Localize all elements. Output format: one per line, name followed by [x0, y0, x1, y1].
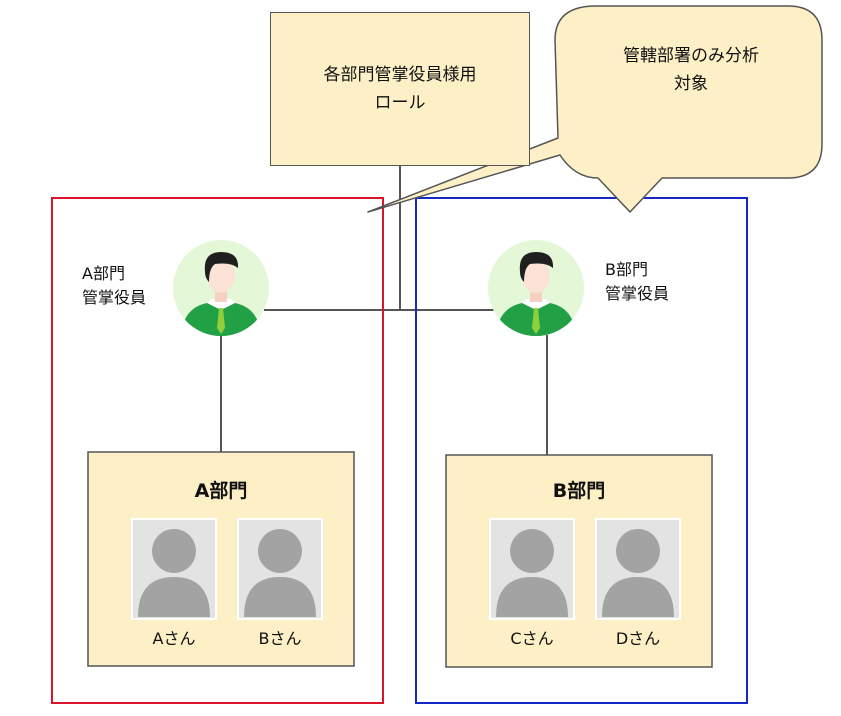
manager-a-label: A部門 管掌役員 — [82, 262, 146, 310]
member-b-name: Bさん — [258, 629, 302, 648]
role-box: 各部門管掌役員様用 ロール — [270, 12, 530, 166]
member-a-name: Aさん — [152, 629, 196, 648]
manager-b-label-line-2: 管掌役員 — [605, 284, 670, 303]
group-b-border — [415, 197, 748, 704]
member-b-icon — [237, 518, 323, 620]
member-d-name: Dさん — [615, 629, 661, 648]
manager-b-label-line-1: B部門 — [605, 260, 648, 279]
manager-a-avatar — [173, 240, 269, 336]
member-d-icon — [595, 518, 681, 620]
member-c-icon — [489, 518, 575, 620]
callout-line-2: 対象 — [674, 74, 708, 94]
role-box-line-2: ロール — [374, 93, 426, 113]
role-box-line-1: 各部門管掌役員様用 — [323, 65, 477, 85]
member-c-name: Cさん — [510, 629, 554, 648]
callout-line-1: 管轄部署のみ分析 — [623, 46, 759, 66]
callout-text: 管轄部署のみ分析 対象 — [556, 42, 826, 98]
callout-bubble — [367, 5, 823, 213]
manager-b-label: B部門 管掌役員 — [605, 258, 669, 306]
dept-b-title: B部門 — [552, 480, 606, 502]
manager-a-label-line-2: 管掌役員 — [82, 288, 147, 307]
manager-a-label-line-1: A部門 — [82, 264, 125, 283]
member-a-icon — [131, 518, 217, 620]
group-a-border — [51, 197, 384, 704]
dept-a-title: A部門 — [194, 480, 248, 502]
manager-b-avatar — [488, 240, 584, 336]
